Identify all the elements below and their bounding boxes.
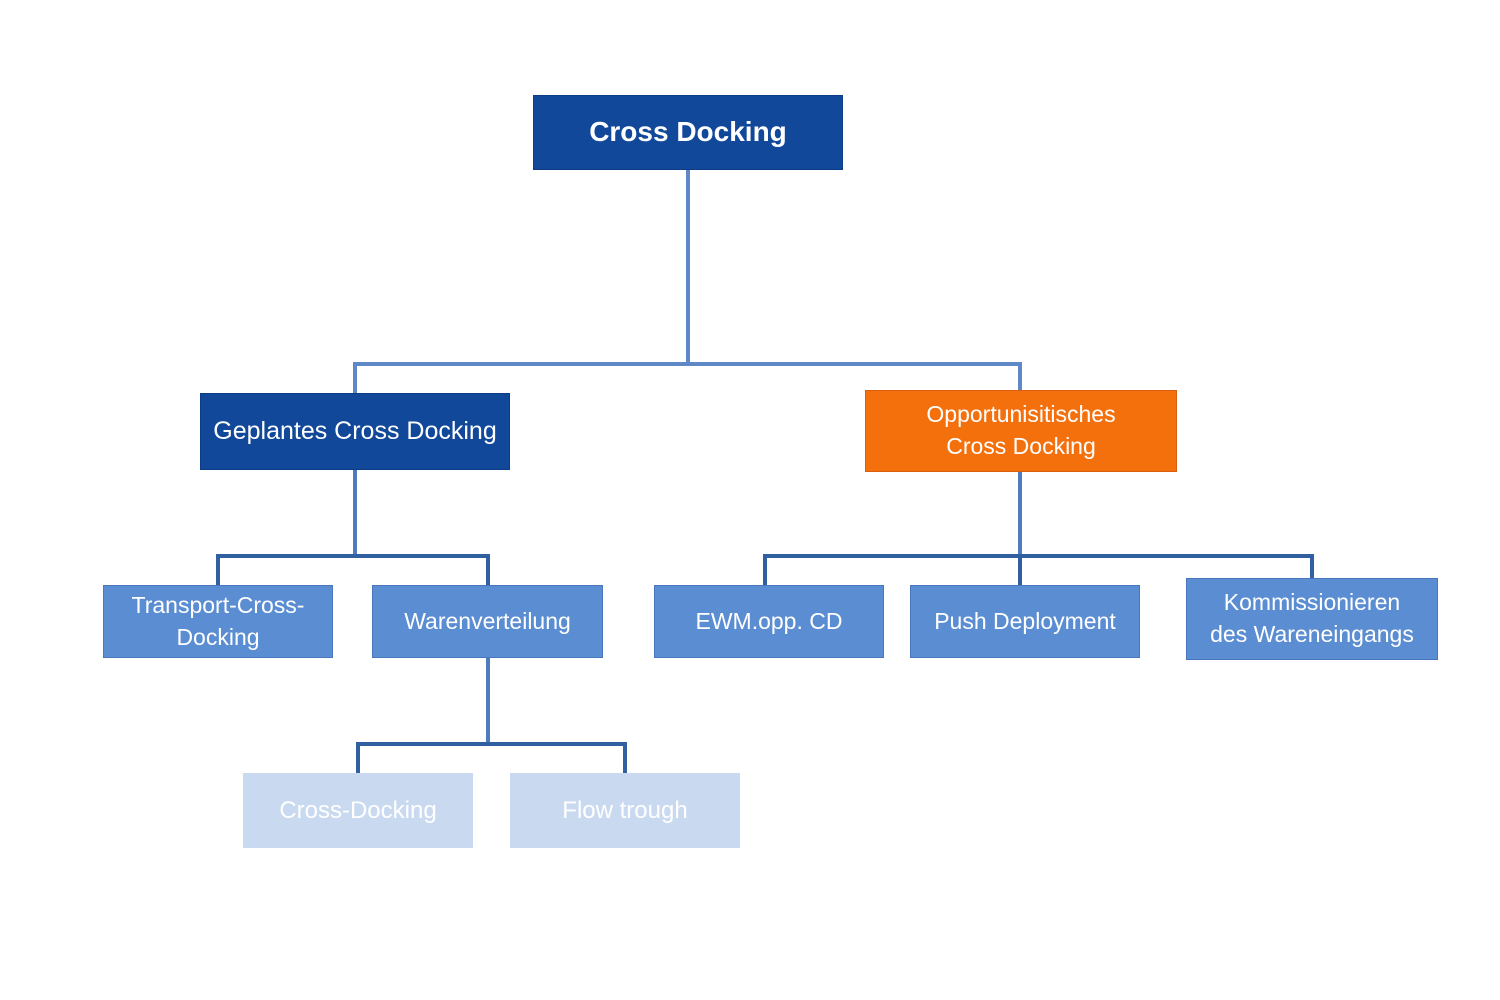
connector-geplantes-stem-line xyxy=(353,470,357,558)
connector-drop-warenverteilung-line xyxy=(486,554,490,585)
connector-drop-push-line xyxy=(1018,554,1022,585)
connector-warenverteilung-bar-line xyxy=(356,742,627,746)
connector-drop-ewm-line xyxy=(763,554,767,585)
node-opportunistisches-cross-docking-label: Opportunisitisches Cross Docking xyxy=(926,401,1116,459)
node-push-deployment: Push Deployment xyxy=(910,585,1140,658)
node-kommissionieren-des-wareneingangs: Kommissionieren des Wareneingangs xyxy=(1186,578,1438,660)
node-transport-cross-docking-label: Transport-Cross- Docking xyxy=(131,591,305,650)
connector-drop-transport-line xyxy=(216,554,220,585)
node-kommissionieren-des-wareneingangs-label: Kommissionieren des Wareneingangs xyxy=(1210,589,1414,647)
node-geplantes-cross-docking: Geplantes Cross Docking xyxy=(200,393,510,470)
connector-drop-flow-trough-line xyxy=(623,742,627,773)
connector-drop-kommissionieren-line xyxy=(1310,554,1314,578)
node-cross-docking-root-label: Cross Docking xyxy=(589,116,787,148)
connector-level1-bar-line xyxy=(353,362,1022,366)
connector-warenverteilung-stem-line xyxy=(486,658,490,746)
connector-root-stem-line xyxy=(686,170,690,364)
node-opportunistisches-cross-docking: Opportunisitisches Cross Docking xyxy=(865,390,1177,472)
connector-drop-geplantes-line xyxy=(353,362,357,393)
node-cross-docking-leaf: Cross-Docking xyxy=(243,773,473,848)
connector-opportunistisches-stem-line xyxy=(1018,472,1022,556)
node-ewm-opp-cd: EWM.opp. CD xyxy=(654,585,884,658)
connector-drop-cross-docking-leaf-line xyxy=(356,742,360,773)
connector-geplantes-bar-line xyxy=(216,554,490,558)
node-cross-docking-root: Cross Docking xyxy=(533,95,843,170)
node-push-deployment-label: Push Deployment xyxy=(934,607,1116,634)
connector-opportunistisches-bar-line xyxy=(763,554,1314,558)
node-ewm-opp-cd-label: EWM.opp. CD xyxy=(695,607,843,634)
node-warenverteilung: Warenverteilung xyxy=(372,585,603,658)
node-geplantes-cross-docking-label: Geplantes Cross Docking xyxy=(213,417,497,446)
node-flow-trough: Flow trough xyxy=(510,773,740,848)
node-cross-docking-leaf-label: Cross-Docking xyxy=(279,796,437,824)
node-flow-trough-label: Flow trough xyxy=(562,796,688,824)
node-transport-cross-docking: Transport-Cross- Docking xyxy=(103,585,333,658)
connector-drop-opportunistisches-line xyxy=(1018,362,1022,390)
node-warenverteilung-label: Warenverteilung xyxy=(404,607,571,634)
